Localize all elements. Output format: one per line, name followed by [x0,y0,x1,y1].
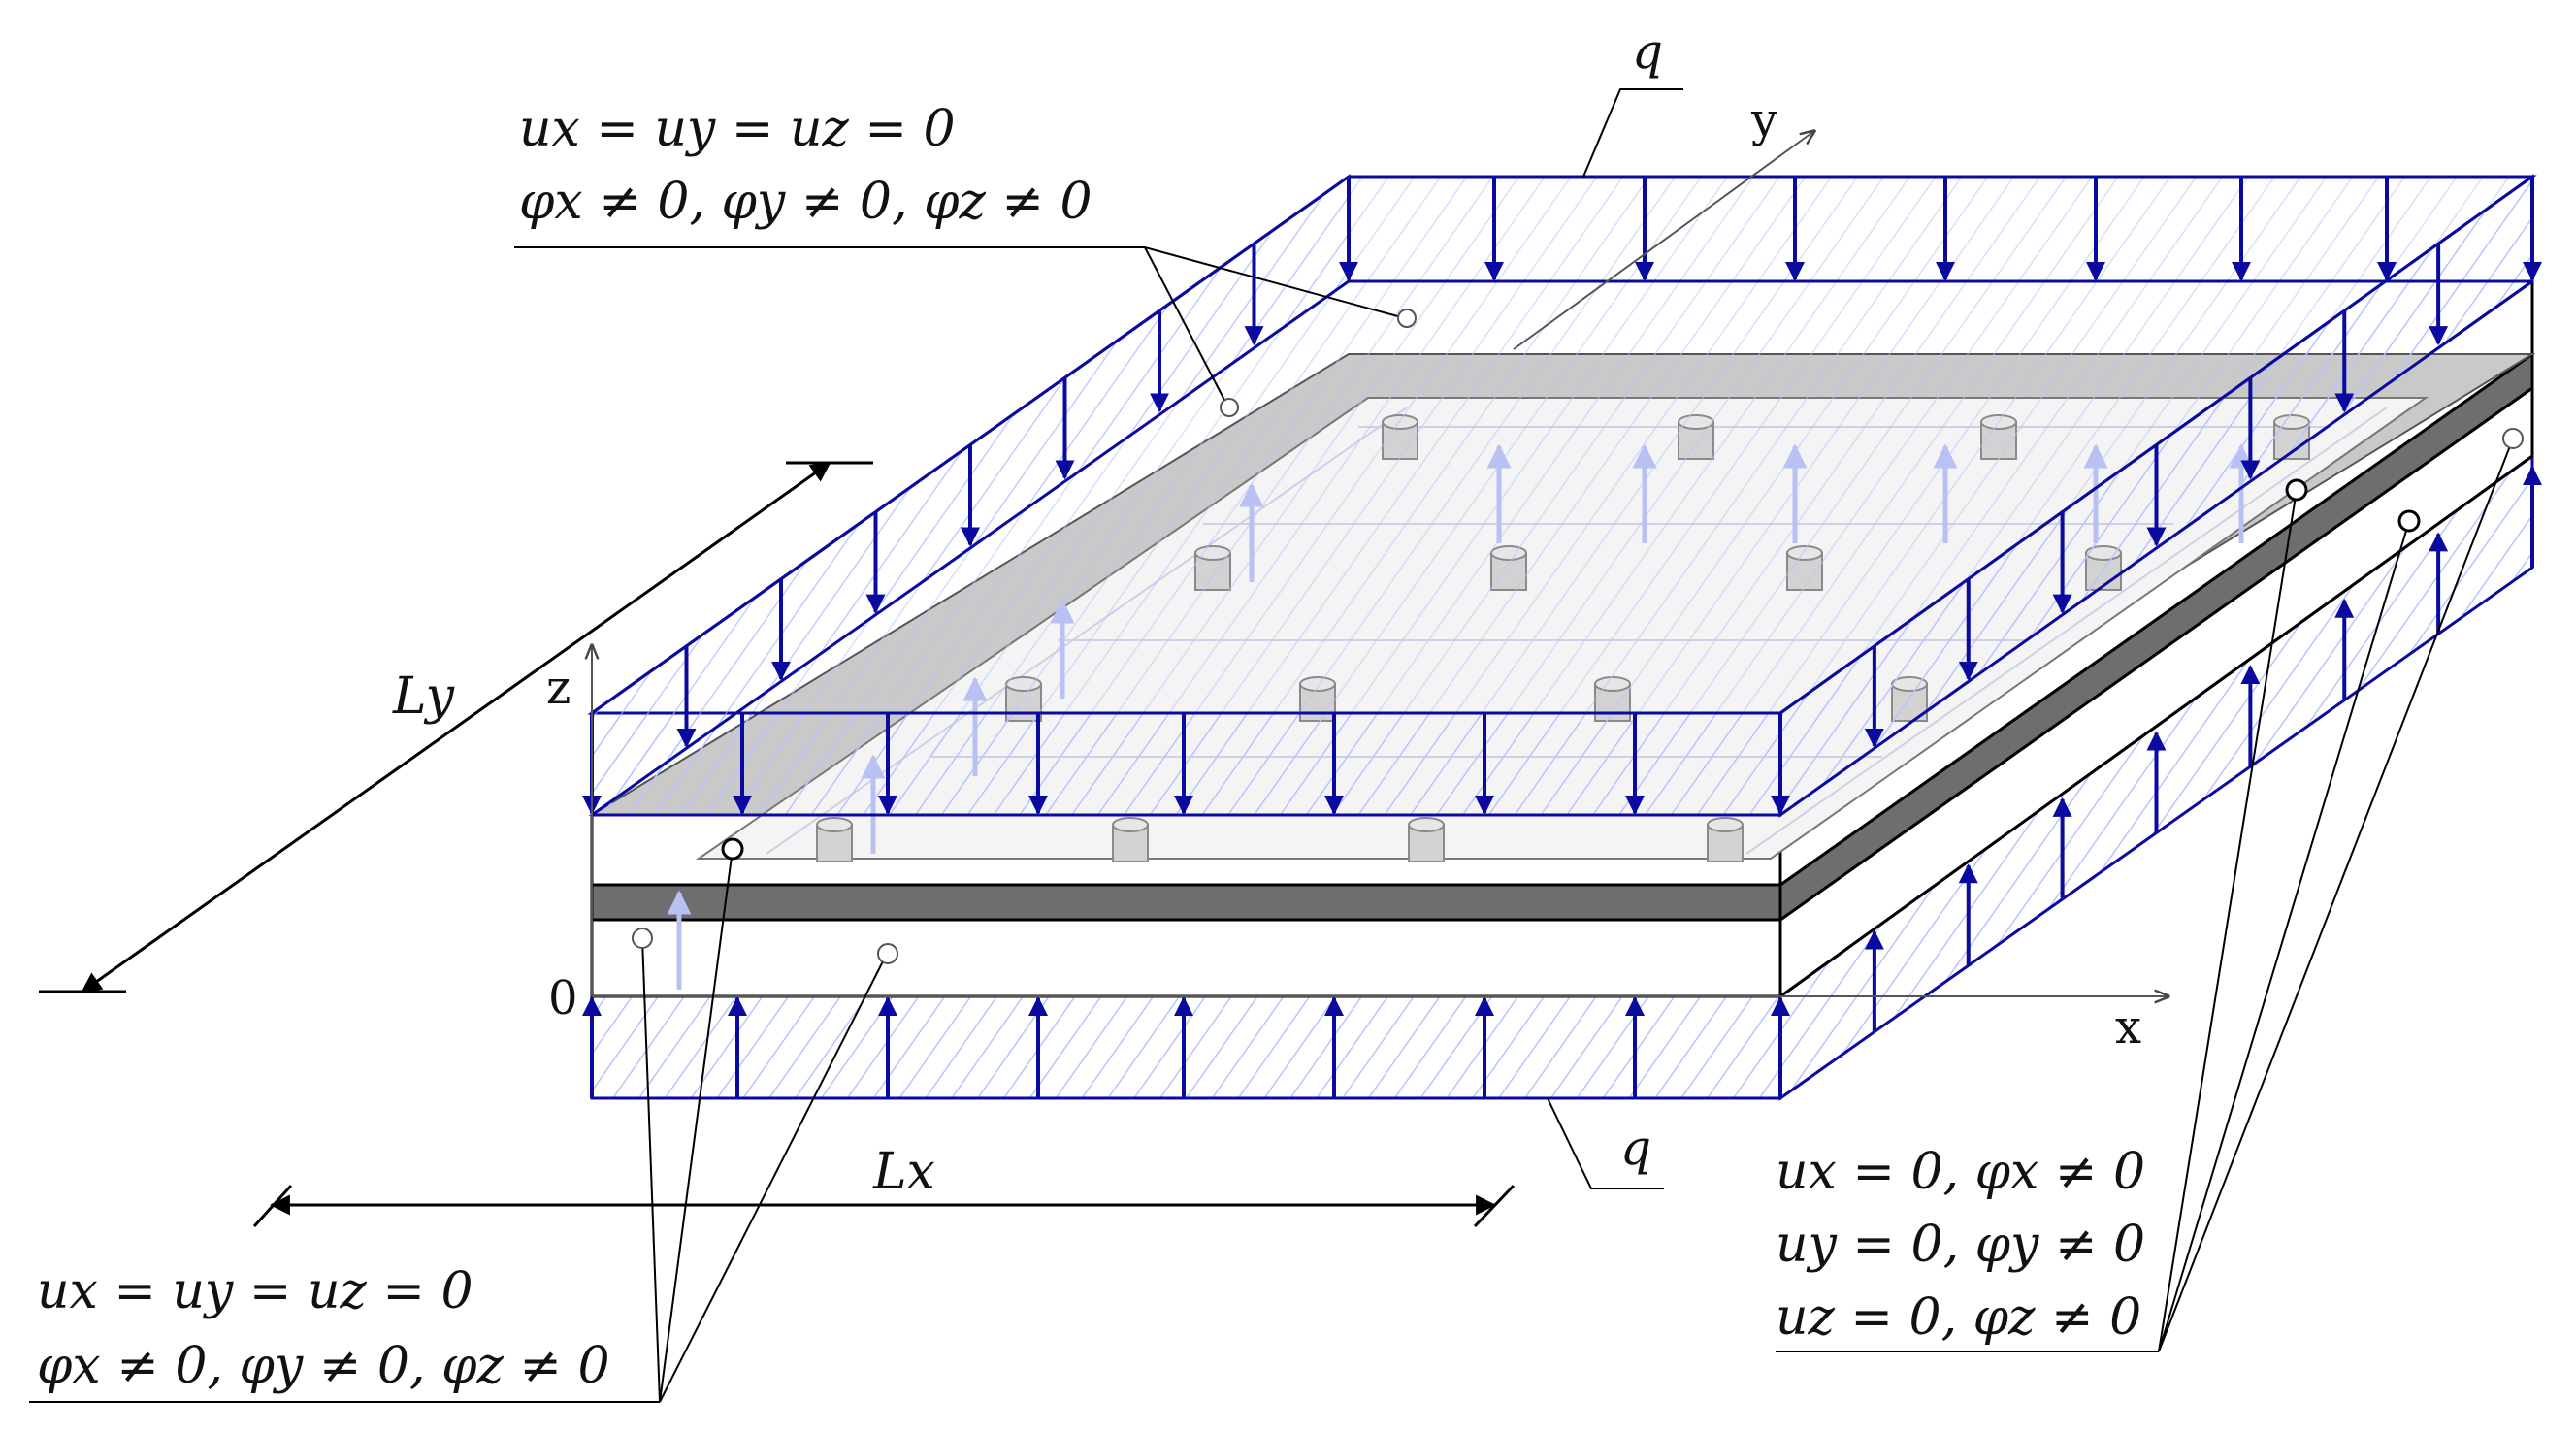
stud-top [1707,817,1744,832]
support-point [877,943,898,964]
bc-bottom-left-leader-1 [641,937,661,1403]
dim-x-tick-left [252,1184,293,1228]
q-bottom-leader [1547,1097,1664,1189]
dim-y-label: Ly [392,667,455,726]
bc-bottom-left-leader-2 [659,848,734,1403]
bc-bottom-left-line1: ux = uy = uz = 0 [37,1262,473,1320]
supports [29,246,2524,1403]
dim-y-line [81,461,831,993]
axis-z-label: z [546,661,571,715]
bc-top-left-line2: φx ≠ 0, φy ≠ 0, φz ≠ 0 [519,173,1092,231]
stud-cylinder [1112,817,1149,862]
bc-text: ux = uy = uz = 0 φx ≠ 0, φy ≠ 0, φz ≠ 0 … [37,100,2145,1395]
stud-cylinder [1707,817,1744,862]
bc-top-left-line1: ux = uy = uz = 0 [519,100,956,158]
axis-y-label: y [1750,93,1777,147]
q-bottom-label: q [1620,1120,1651,1176]
bc-top-left-leader-2 [1144,246,1228,407]
bc-bottom-right-line3: uz = 0, φz ≠ 0 [1776,1288,2141,1347]
support-point [1220,398,1239,417]
stud-cylinder [1408,817,1445,862]
dim-x-tick-right [1473,1184,1516,1228]
q-top-label: q [1632,23,1663,80]
support-point [2285,478,2308,502]
bc-bottom-right-leader-1 [2158,489,2298,1352]
bottom-load-front-face [590,994,1782,1100]
origin-label: 0 [548,971,578,1025]
plate-lower-block [590,385,2534,999]
core-front [590,883,1782,922]
support-point [2397,509,2421,533]
bc-bottom-right-line1: ux = 0, φx ≠ 0 [1776,1143,2145,1201]
bc-bottom-right-line2: uy = 0, φy ≠ 0 [1776,1216,2145,1274]
axis-x-label: x [2115,1000,2141,1055]
q-top-leader [1582,88,1683,178]
dim-x-label: Lx [872,1143,935,1201]
support-point [1397,309,1417,328]
support-point [721,837,744,861]
load-labels: q q [1547,23,1683,1189]
stud-top [816,817,853,832]
stud-top [1408,817,1445,832]
lower-block-front [590,918,1782,998]
bc-bottom-left-leader-3 [659,955,887,1403]
bc-bottom-right-leader-3 [2158,438,2514,1352]
stud-cylinder [816,817,853,862]
bc-bottom-left-line2: φx ≠ 0, φy ≠ 0, φz ≠ 0 [37,1337,610,1395]
axis-y-line [1513,131,1814,350]
bc-bottom-right-leader-2 [2158,520,2410,1352]
dimensions: Lx Ly [39,461,1516,1228]
top-load-front-face [590,711,1782,817]
support-point [2502,428,2524,449]
stud-top [1112,817,1149,832]
support-point [632,928,653,949]
